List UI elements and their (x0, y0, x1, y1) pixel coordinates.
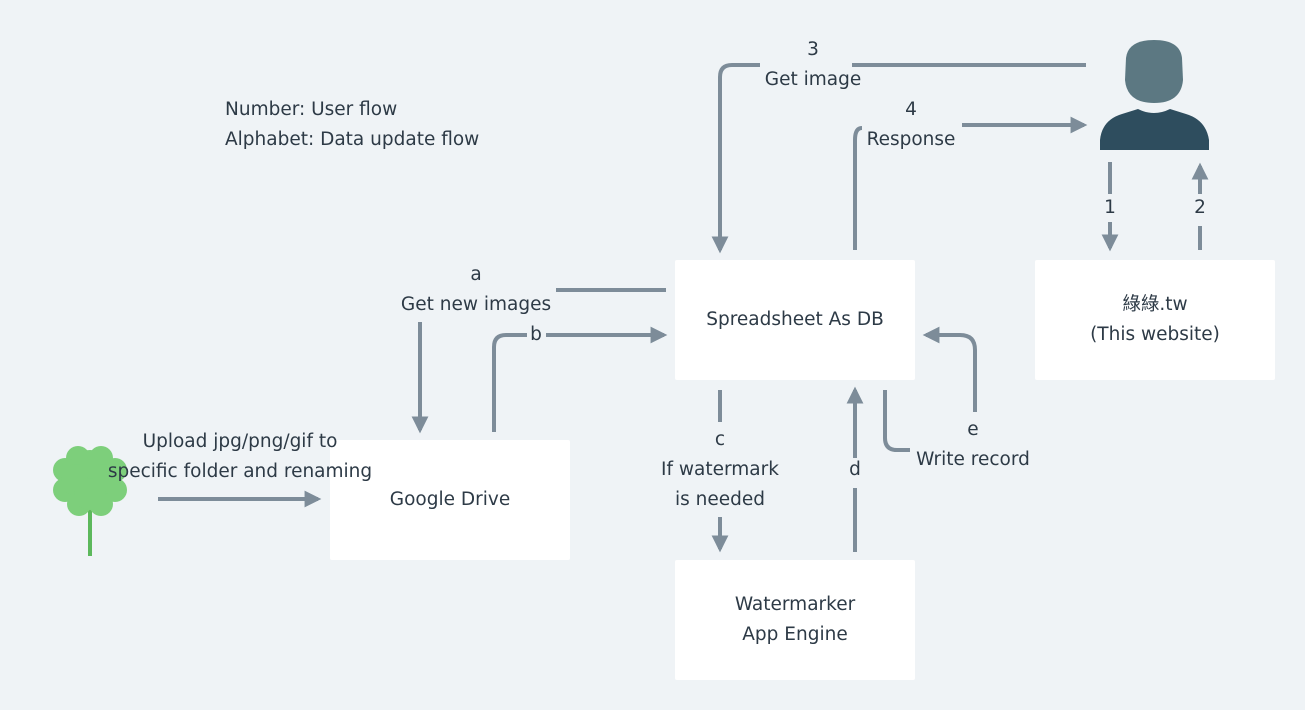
website-label-name: 綠綠.tw (1122, 294, 1188, 315)
edge-3-key: 3 (807, 39, 819, 60)
edge-c-text-line2: is needed (674, 489, 766, 510)
clover-icon (53, 446, 127, 556)
edge-a-key: a (470, 264, 482, 285)
edge-b-line-up (492, 333, 527, 432)
edge-3-text: Get image (764, 69, 862, 90)
edge-e-text: Write record (916, 449, 1030, 470)
edge-c-text-line1: If watermark (661, 459, 779, 480)
website-label-note: (This website) (1090, 324, 1220, 345)
edge-3-line-left (711, 63, 760, 254)
spreadsheet-label: Spreadsheet As DB (706, 309, 884, 330)
edge-a-text: Get new images (400, 294, 552, 315)
google-drive-node[interactable]: Google Drive (330, 440, 570, 560)
spreadsheet-node[interactable]: Spreadsheet As DB (675, 260, 915, 380)
edge-4-key: 4 (905, 99, 917, 120)
edge-4-text: Response (866, 129, 956, 150)
legend-alphabet: Alphabet: Data update flow (225, 129, 480, 150)
edge-e-line-up (922, 326, 977, 412)
legend-numbers: Number: User flow (225, 99, 398, 120)
edge-e-key: e (967, 419, 979, 440)
edge-c-key: c (714, 429, 726, 450)
edge-d-key: d (849, 459, 861, 480)
website-node[interactable]: 綠綠.tw (This website) (1035, 260, 1275, 380)
edge-e-line-down (883, 390, 910, 452)
edge-2-key: 2 (1194, 197, 1206, 218)
edge-upload-text-line1: Upload jpg/png/gif to (142, 431, 338, 452)
watermarker-label-line2: App Engine (742, 624, 848, 645)
edge-1-key: 1 (1104, 197, 1116, 218)
google-drive-label: Google Drive (389, 489, 511, 510)
watermarker-node[interactable]: Watermarker App Engine (675, 560, 915, 680)
edge-4-line-left (853, 126, 863, 250)
watermarker-label-line1: Watermarker (734, 594, 856, 615)
edge-upload-text-line2: specific folder and renaming (107, 461, 373, 482)
edge-b-key: b (530, 324, 542, 345)
user-silhouette-icon (1100, 40, 1209, 150)
